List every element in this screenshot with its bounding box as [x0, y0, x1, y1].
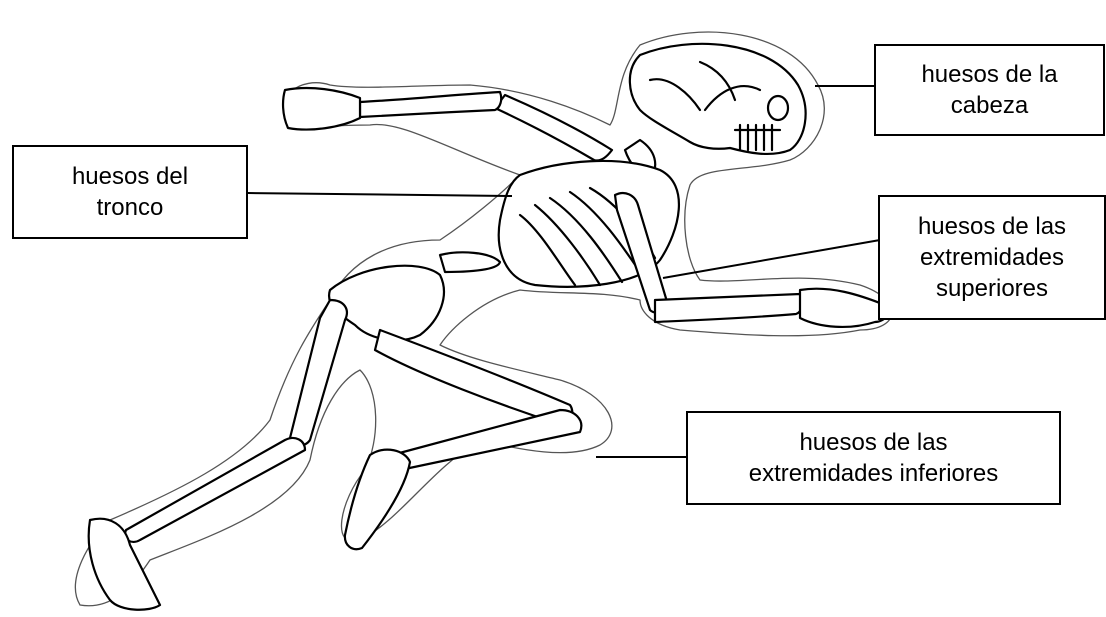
label-trunk-bones: huesos del tronco [12, 145, 248, 239]
upper-arm-back [495, 95, 612, 161]
label-head-bones-text: huesos de la cabeza [921, 59, 1057, 121]
leader-line-trunk [248, 193, 512, 196]
eye-socket [768, 96, 788, 120]
hand-back [283, 88, 360, 130]
femur-back [290, 300, 347, 446]
label-head-bones: huesos de la cabeza [874, 44, 1105, 136]
foot-front [345, 450, 410, 549]
label-lower-limb-bones-text: huesos de las extremidades inferiores [749, 427, 998, 489]
tibia-front [389, 410, 582, 470]
forearm-front [655, 294, 803, 322]
tibia-back [125, 438, 305, 542]
femur-front [375, 330, 572, 425]
hand-front [800, 289, 888, 327]
leader-line-upper [663, 240, 880, 278]
label-upper-limb-bones: huesos de las extremidades superiores [878, 195, 1106, 320]
label-upper-limb-bones-text: huesos de las extremidades superiores [918, 211, 1066, 305]
label-trunk-bones-text: huesos del tronco [72, 161, 188, 223]
forearm-back [360, 92, 501, 117]
label-lower-limb-bones: huesos de las extremidades inferiores [686, 411, 1061, 505]
lumbar-spine [440, 252, 500, 272]
